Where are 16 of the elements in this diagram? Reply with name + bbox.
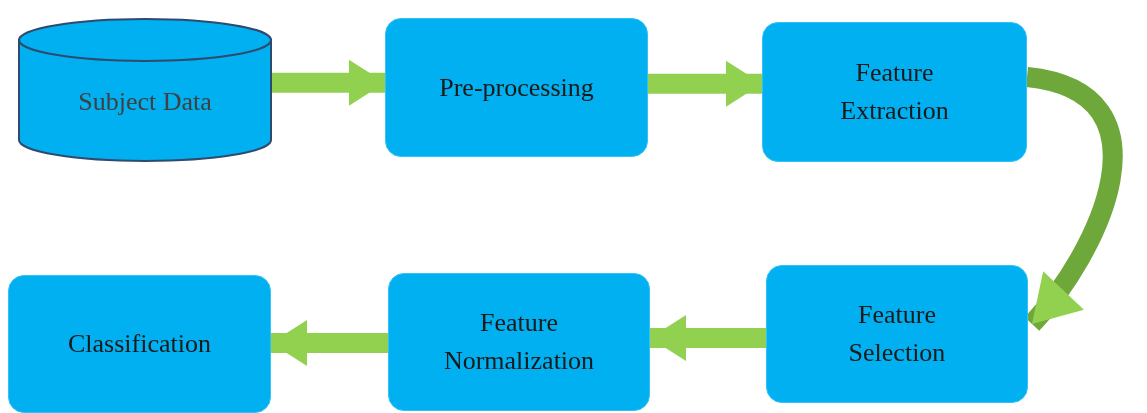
process-label: Feature Selection [847,299,947,369]
process-label: Subject Data [77,86,213,119]
block-arrow [650,315,766,361]
database-cylinder [18,18,272,162]
process-label: Feature Normalization [442,307,596,377]
process-box [385,18,648,157]
process-label: Classification [67,328,212,361]
process-box [762,22,1027,162]
process-box [388,273,650,411]
process-label: Pre-processing [438,71,595,104]
process-box [766,265,1028,403]
block-arrow [648,60,762,107]
block-arrow [271,320,388,366]
process-label: Feature Extraction [839,57,950,127]
process-box [8,275,271,413]
block-arrow [272,59,385,106]
